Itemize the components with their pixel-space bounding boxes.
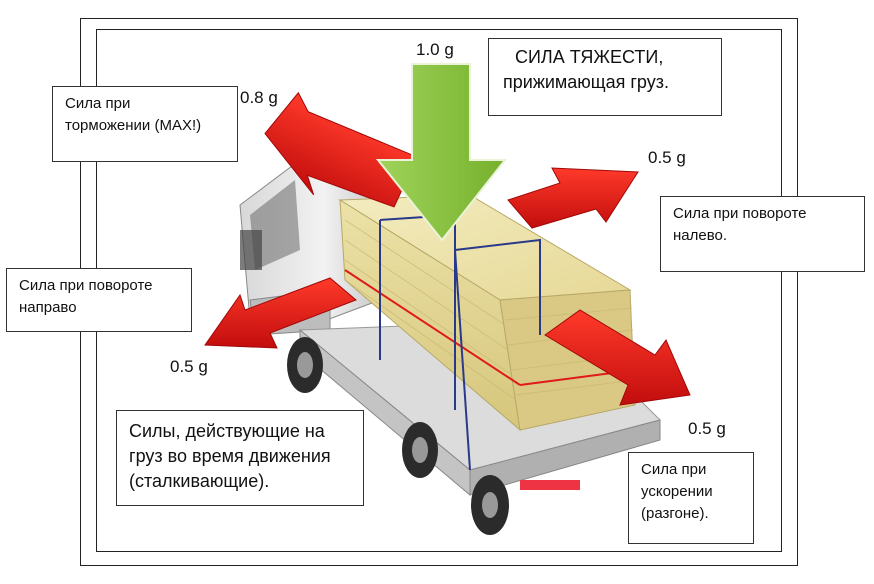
acceleration-label-line3: (разгоне). [641, 505, 709, 522]
acceleration-magnitude: 0.5 g [688, 419, 726, 438]
turn-left-force-arrow [507, 167, 639, 229]
forces-summary-box: Силы, действующие на груз во время движе… [116, 410, 364, 506]
braking-label-line1: Сила при [65, 95, 131, 112]
turn-left-label-box: Сила при повороте налево. [660, 196, 865, 272]
acceleration-label-line1: Сила при [641, 461, 707, 478]
acceleration-label-line2: ускорении [641, 483, 713, 500]
gravity-title-box: СИЛА ТЯЖЕСТИ, прижимающая груз. [488, 38, 722, 116]
turn-left-magnitude: 0.5 g [648, 148, 686, 167]
forces-summary-line1: Силы, действующие на [129, 421, 325, 441]
braking-label-line2: торможении (МАХ!) [65, 117, 202, 134]
turn-right-label-line1: Сила при повороте [19, 277, 153, 294]
gravity-magnitude: 1.0 g [416, 40, 454, 59]
truck-wheels [287, 337, 509, 535]
turn-right-label-line2: направо [19, 299, 77, 316]
turn-left-label-line2: налево. [673, 227, 728, 244]
acceleration-force-arrow [544, 309, 691, 406]
forces-summary-line3: (сталкивающие). [129, 471, 270, 491]
turn-right-force-arrow [204, 277, 357, 349]
acceleration-label-box: Сила при ускорении (разгоне). [628, 452, 754, 544]
braking-magnitude: 0.8 g [240, 88, 278, 107]
gravity-force-arrow [375, 63, 508, 242]
turn-right-label-box: Сила при повороте направо [6, 268, 192, 332]
gravity-title-line1: СИЛА ТЯЖЕСТИ, [515, 47, 664, 67]
gravity-title-line2: прижимающая груз. [503, 72, 669, 92]
turn-left-label-line1: Сила при повороте [673, 205, 807, 222]
braking-label-box: Сила при торможении (МАХ!) [52, 86, 238, 162]
turn-right-magnitude: 0.5 g [170, 357, 208, 376]
forces-summary-line2: груз во время движения [129, 446, 331, 466]
